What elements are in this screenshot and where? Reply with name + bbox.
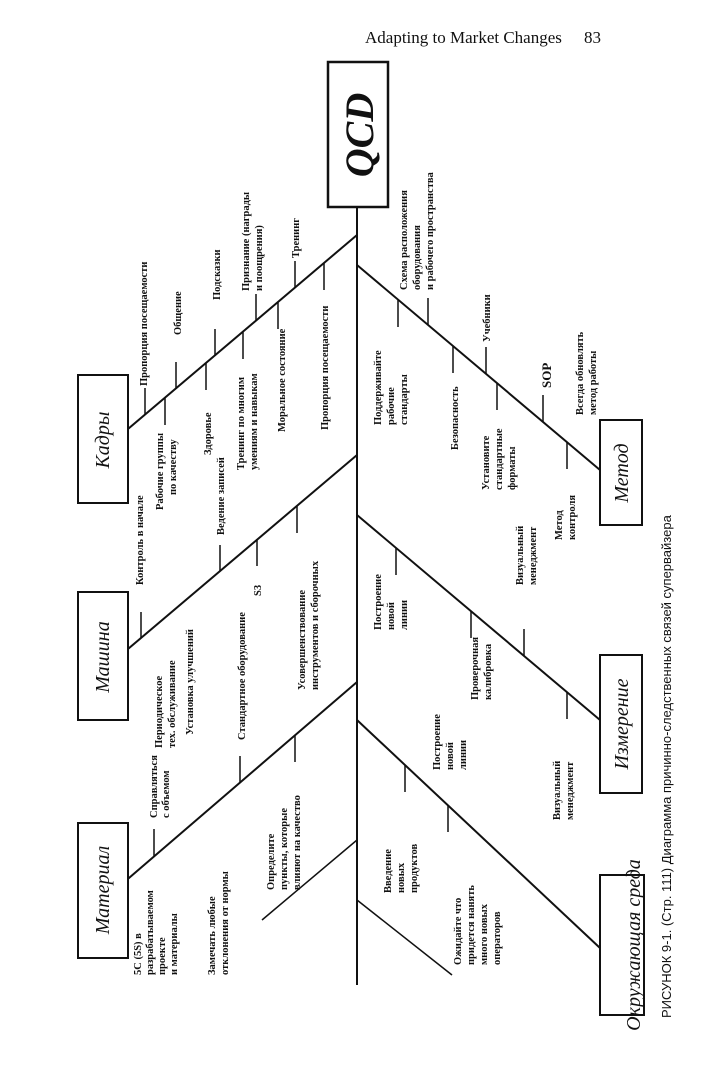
cause-box-people [77,374,129,504]
cause-box-material [77,822,129,959]
item-environment-newproducts-2: новых [396,862,407,893]
item-method-textbooks: Учебники [482,294,493,342]
item-people-communication: Общение [173,291,184,335]
effect-label: QCD [337,93,382,177]
bone-extra-right [356,899,453,976]
item-people-recognition-1: Признание (награды [241,192,252,291]
cause-label-measurement: Измерение [611,678,633,770]
item-environment-operators-2: придется нанять [466,885,477,965]
cause-box-machine [77,591,129,721]
item-people-quality-groups-2: по качеству [168,439,179,495]
item-method-sop: SOP [539,363,554,388]
item-environment-operators-3: много новых [479,903,490,965]
item-material-quality-3: влияют на качество [292,795,303,890]
bone-environment [356,719,601,949]
item-material-quality-2: пункты, которые [279,808,290,890]
item-measurement-newline2-2: новой [445,742,456,770]
item-environment-newproducts-3: продуктов [409,844,420,893]
item-people-multiskill-1: Тренинг по многим [236,377,247,470]
item-measurement-visual-top-2: менеджмент [528,526,539,585]
effect-box [326,60,390,209]
bone-machine [114,454,358,661]
cause-box-measurement [599,654,643,794]
item-measurement-newline2-1: Построение [432,714,443,770]
item-method-layout-3: и рабочего пространства [425,171,436,290]
item-measurement-calibration-2: калибровка [483,643,494,700]
item-material-volume-2: с объемом [161,770,172,818]
item-material-volume-1: Справляться [149,755,160,818]
page-number: 83 [584,28,601,47]
cause-label-method: Метод [611,443,633,503]
item-method-standards-1: Поддерживайте [373,350,384,425]
item-measurement-visual-bottom-2: менеджмент [565,761,576,820]
cause-box-method [599,419,643,526]
item-people-multiskill-2: умениям и навыкам [249,373,260,470]
item-machine-maintenance-1: Периодическое [154,675,165,748]
item-people-training: Тренинг [291,218,302,258]
item-measurement-newline-2: новой [386,602,397,630]
item-material-5s-2: разрабатываемом [145,890,156,975]
item-method-layout-1: Схема расположения [399,190,410,290]
item-measurement-newline-3: линии [399,600,410,630]
item-method-standards-3: стандарты [399,374,410,425]
item-machine-s3: S3 [253,585,264,596]
item-people-attendance: Пропорция посещаемости [139,262,150,386]
item-material-5s-3: проекте [157,937,168,975]
cause-label-material: Материал [92,846,114,936]
item-machine-start-control: Контроль в начале [135,495,146,585]
item-method-update-2: метод работы [588,351,599,415]
running-title: Adapting to Market Changes [365,28,562,47]
item-environment-newproducts-1: Введение [383,849,394,893]
cause-label-environment: Окружающая среда [623,859,645,1031]
item-machine-tools-2: инструментов и сборочных [310,560,321,690]
bone-extra-left [261,839,358,921]
bone-measurement [356,514,601,721]
item-method-formats-2: стандартные [494,428,505,490]
cause-label-people: Кадры [92,412,114,470]
item-measurement-calibration-1: Проверочная [470,637,481,700]
item-method-update-1: Всегда обновлять [575,331,586,415]
item-material-quality-1: Определите [266,833,277,890]
item-people-health: Здоровье [203,412,214,455]
item-machine-maintenance-2: тех. обслуживание [167,660,178,748]
bone-method [356,264,601,471]
item-people-hints: Подсказки [212,249,223,300]
item-machine-tools-1: Усовершенствование [297,590,308,690]
item-material-deviations-2: отклонения от нормы [220,871,231,975]
page-header: Adapting to Market Changes 83 [0,0,703,60]
item-people-recognition-2: и поощрения) [254,225,265,291]
item-measurement-visual-bottom-1: Визуальный [552,761,563,820]
cause-box-environment [599,874,645,1016]
item-measurement-newline-1: Построение [373,574,384,630]
item-material-5s-1: 5С (5S) в [133,933,144,975]
bone-people [114,234,358,441]
item-measurement-newline2-3: линии [458,740,469,770]
item-material-5s-4: и материалы [169,913,180,975]
item-machine-standard-equipment: Стандартное оборудование [237,612,248,740]
item-method-control-1: Метод [554,510,565,540]
item-machine-records: Ведение записей [216,457,227,535]
item-environment-operators-1: Ожидайте что [453,898,464,965]
item-method-standards-2: рабочие [386,387,397,425]
item-people-attendance-2: Пропорция посещаемости [320,306,331,430]
item-material-deviations-1: Замечать любые [207,896,218,975]
item-people-morale: Моральное состояние [277,328,288,432]
bone-material [114,681,358,891]
sub-bone-ticks [140,261,568,856]
item-method-safety: Безопасность [450,386,461,450]
item-method-control-2: контроля [567,495,578,540]
item-method-formats-3: форматы [507,446,518,490]
item-environment-operators-4: операторов [492,911,503,965]
figure-caption: РИСУНОК 9-1. (Стр. 111) Диаграмма причин… [659,514,674,1018]
item-people-quality-groups-1: Рабочие группы [155,433,166,510]
item-measurement-visual-top-1: Визуальный [515,526,526,585]
cause-label-machine: Машина [92,621,114,693]
item-method-layout-2: оборудования [412,225,423,290]
item-method-formats-1: Установите [481,435,492,490]
item-machine-install-improvements: Установка улучшений [185,629,196,735]
